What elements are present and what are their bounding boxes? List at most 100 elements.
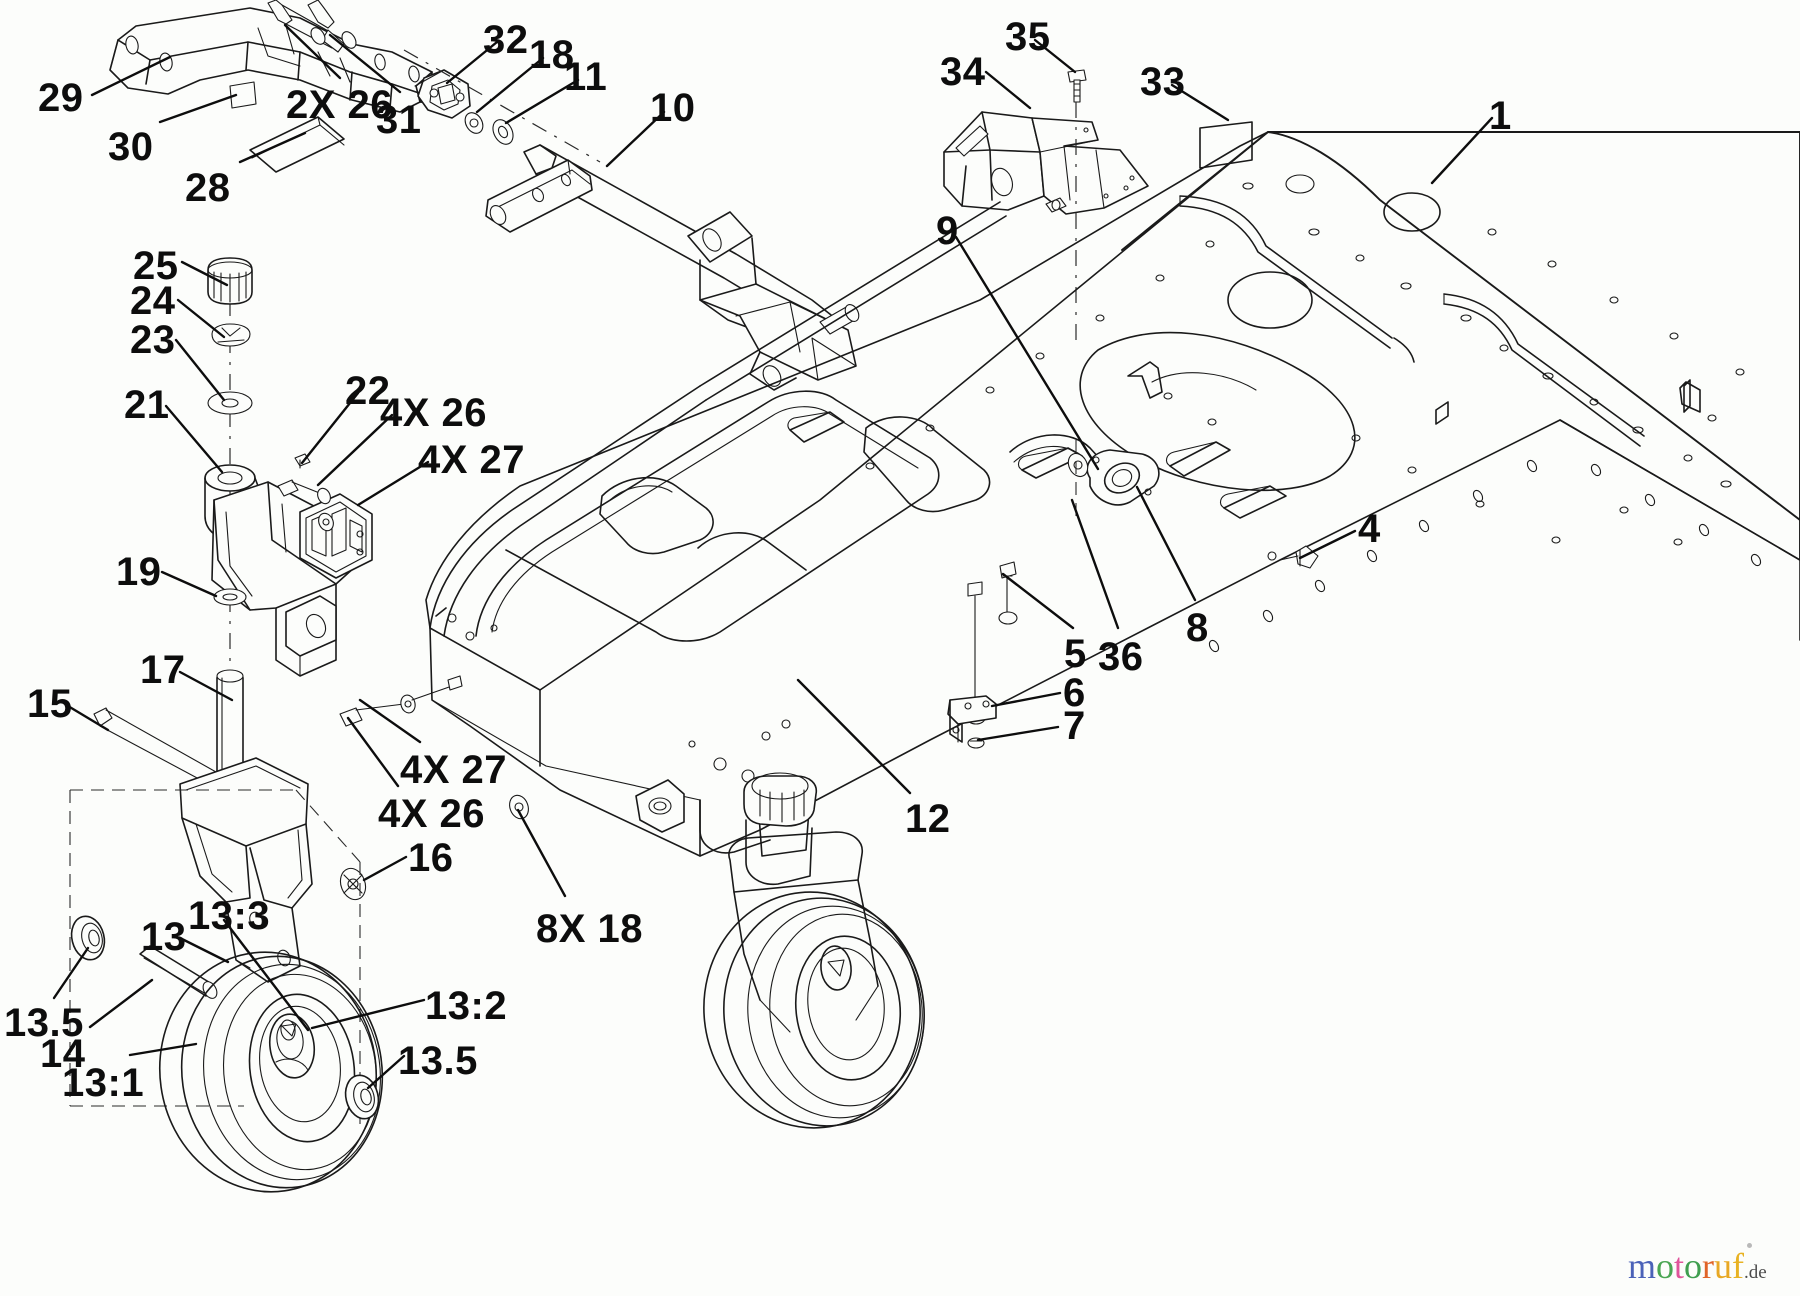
callout-label-35: 35 [1005,15,1051,59]
callout-label-7: 7 [1063,704,1086,748]
callout-label-2x-26: 2X 26 [286,83,394,127]
logo-letter-6: f [1732,1246,1745,1286]
callout-leader-15 [66,704,110,732]
callout-label-15: 15 [27,682,73,726]
callout-label-21: 21 [124,383,170,427]
callout-label-5: 5 [1064,632,1087,676]
part-36-locknut [1067,452,1089,478]
callout-leader-35 [1033,38,1077,74]
callout-label-19: 19 [116,550,162,594]
part-16-locknut [339,867,367,901]
callout-leader-7 [976,725,1060,742]
callout-label-31: 31 [376,98,422,142]
callout-label-25: 25 [133,244,179,288]
part-23-washer [207,391,253,415]
part-10-lift-link [485,144,860,391]
logo-letter-5: u [1714,1246,1733,1286]
logo-letter-3: o [1684,1246,1703,1286]
callout-leader-13-3 [222,918,310,1032]
callout-leader-4x-26 [316,413,394,487]
callout-leader-30 [158,93,238,124]
callout-label-18: 18 [529,33,575,77]
callout-leader-11 [504,78,580,125]
callout-label-4x-26: 4X 26 [380,391,488,435]
part-35-screw [1067,69,1087,103]
callout-leader-19 [160,570,218,598]
callout-label-4x-27: 4X 27 [418,438,526,482]
callout-leader-13 [178,936,230,964]
callout-label-1: 1 [1489,94,1512,138]
callout-label-17: 17 [140,648,186,692]
callout-label-13-5: 13.5 [4,1001,84,1045]
part-13-1-tire [158,951,384,1193]
callout-label-13: 13 [141,915,187,959]
logo-suffix: .de [1744,1262,1767,1283]
logo-dot [1747,1243,1752,1248]
callout-leader-13-2 [310,998,426,1030]
callout-leader-28 [238,131,307,164]
callout-leader-12 [796,678,912,795]
part-6-bracket [947,695,997,743]
callout-label-13-1: 13:1 [62,1061,145,1105]
callout-leader-36 [1070,498,1120,630]
callout-leader-18 [475,56,545,114]
callout-leader-13-5 [52,946,90,1000]
callout-label-13-3: 13:3 [188,894,271,938]
callout-label-28: 28 [185,166,231,210]
fasteners-4x26-4x27-lower [339,675,463,727]
callout-leader-22 [300,391,360,465]
part-8-flange-bearing [1086,449,1160,506]
callout-label-16: 16 [408,836,454,880]
part-32-nut [464,112,484,134]
part-13-5-bearing-left [70,915,106,961]
callout-label-12: 12 [905,797,951,841]
callout-leader-33 [1170,83,1230,122]
part-21-caster-fork-upper [204,464,373,677]
callout-label-22: 22 [345,369,391,413]
callout-leader-29 [90,55,172,97]
callout-leader-16 [362,855,408,882]
callout-leader-25 [180,260,229,287]
assembly-bracket-13c [295,789,361,863]
logo-letter-1: o [1656,1246,1675,1286]
callout-leader-4x-27 [358,698,422,744]
callout-label-14: 14 [40,1032,86,1076]
callout-label-4x-26: 4X 26 [378,792,486,836]
logo-letter-2: t [1674,1246,1685,1286]
fasteners-4x26-4x27-upper [277,479,334,532]
part-25-cap [207,257,253,305]
callout-leader-4x-26 [346,716,400,788]
callout-label-34: 34 [940,50,986,94]
part-31-joint [414,69,471,119]
callout-label-6: 6 [1063,671,1086,715]
callout-leader-14 [88,978,154,1029]
axis-linkage [403,49,601,163]
part-19-washer [213,588,247,606]
callout-label-8x-18: 8X 18 [536,907,644,951]
callout-label-30: 30 [108,125,154,169]
callout-label-13-2: 13:2 [425,984,508,1028]
callout-label-10: 10 [650,86,696,130]
callout-label-32: 32 [483,18,529,62]
part-29-lift-arm [109,7,433,113]
callout-leader-34 [984,70,1032,110]
callout-leader-31 [328,33,402,94]
callout-leader-1 [1430,116,1494,185]
callout-leader-6 [990,691,1062,708]
callout-leader-2x-26 [283,23,342,80]
callout-leader-13-5 [366,1054,406,1090]
callout-leader-10 [605,110,666,168]
callout-label-4x-27: 4X 27 [400,748,508,792]
callout-leader-9 [954,235,1100,471]
motoruf-watermark-logo: motoruf.de [1628,1243,1767,1286]
part-18-washer [492,119,514,145]
logo-letter-0: m [1628,1246,1657,1286]
callout-leader-17 [178,670,234,702]
callout-leader-24 [176,298,226,339]
callout-leader-5 [1001,572,1075,630]
part-34-bracket [943,111,1149,215]
callout-label-13-5: 13.5 [398,1039,478,1083]
installed-caster-wheel [703,772,925,1129]
